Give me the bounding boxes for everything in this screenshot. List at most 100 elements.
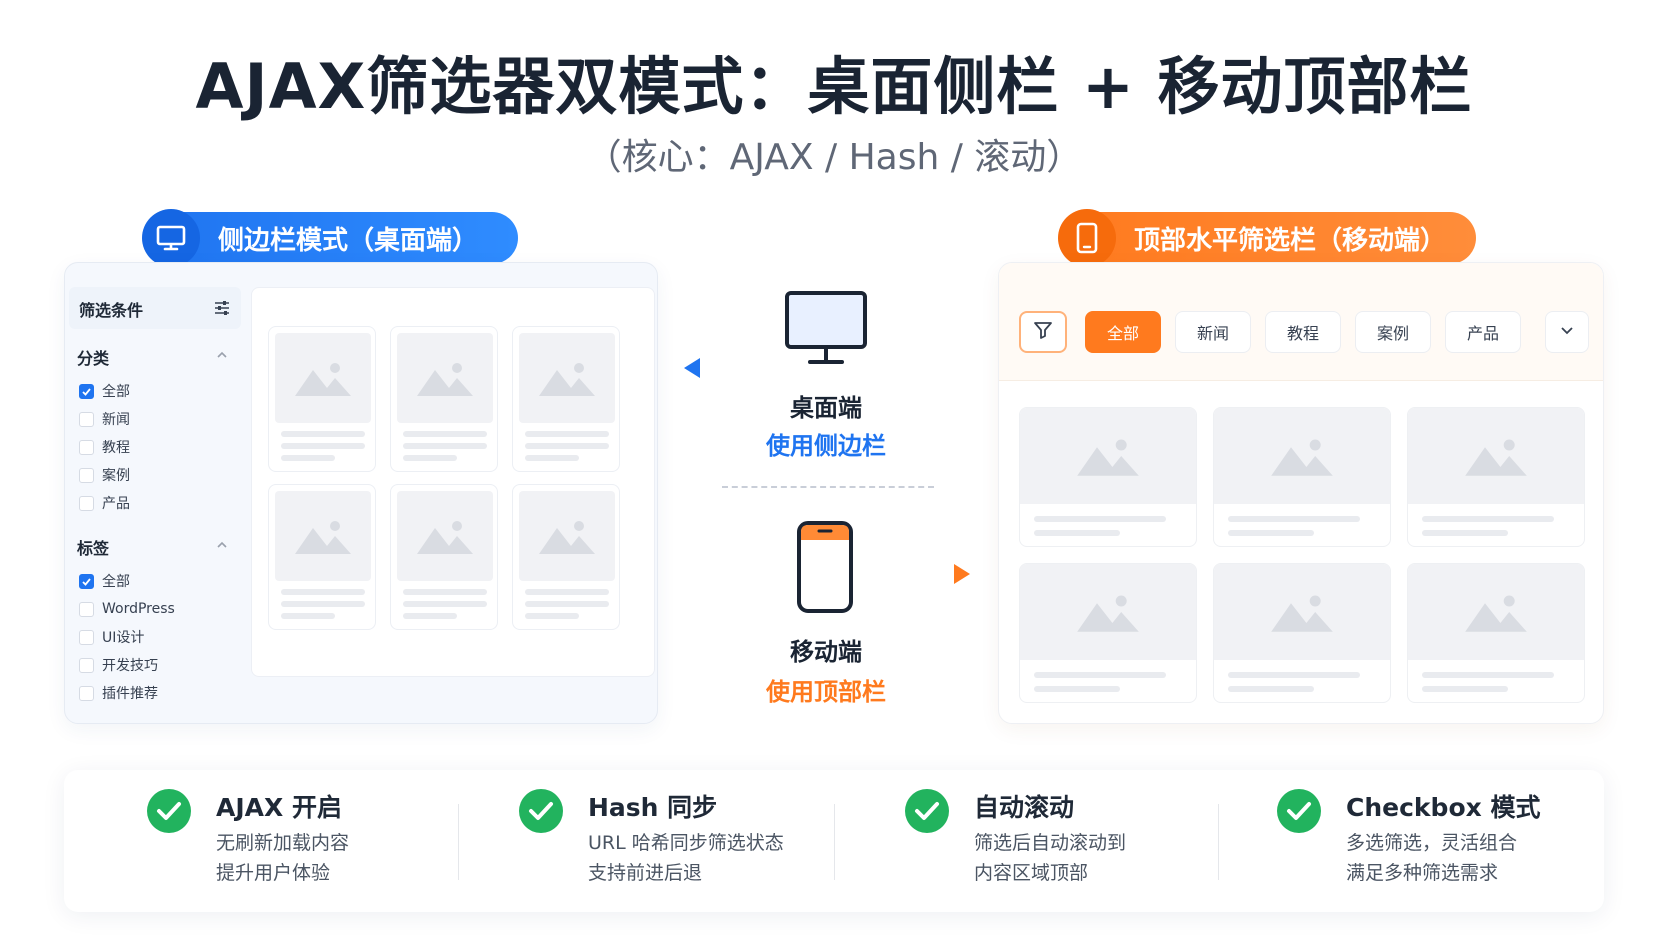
image-placeholder-icon xyxy=(295,363,351,396)
arrow-right-icon xyxy=(910,564,970,584)
sidebar-item-label: WordPress xyxy=(102,601,175,617)
checkbox-icon[interactable] xyxy=(79,495,94,511)
mobile-caption: 使用顶部栏 xyxy=(766,678,886,706)
chevron-up-icon[interactable] xyxy=(215,537,229,556)
image-placeholder-icon xyxy=(1465,439,1527,476)
desktop-content-grid xyxy=(251,287,655,677)
smartphone-icon xyxy=(797,521,853,613)
feature-desc-line: 多选筛选，灵活组合 xyxy=(1346,832,1518,854)
feature-desc-line: 无刷新加载内容 xyxy=(216,832,350,854)
check-circle-icon xyxy=(904,788,950,838)
placeholder-card xyxy=(390,326,498,472)
sidebar-item-label: UI设计 xyxy=(102,630,145,646)
placeholder-card xyxy=(1213,407,1391,547)
smartphone-icon xyxy=(1058,209,1116,267)
sidebar-item-label: 教程 xyxy=(102,440,130,456)
sliders-icon[interactable] xyxy=(213,299,231,321)
mobile-filter-bar: 全部 新闻 教程 案例 产品 xyxy=(999,263,1603,381)
sidebar-item-category-news[interactable]: 新闻 xyxy=(79,409,130,429)
sidebar-item-label: 案例 xyxy=(102,468,130,484)
sidebar-item-label: 产品 xyxy=(102,496,130,512)
placeholder-card xyxy=(512,326,620,472)
funnel-icon xyxy=(1033,320,1053,344)
feature-title: AJAX 开启 xyxy=(216,793,342,822)
sidebar-item-label: 开发技巧 xyxy=(102,658,158,674)
checkbox-icon[interactable] xyxy=(79,685,94,701)
chip-product[interactable]: 产品 xyxy=(1445,311,1521,353)
image-placeholder-icon xyxy=(1271,595,1333,632)
checkbox-icon[interactable] xyxy=(79,467,94,483)
placeholder-card xyxy=(390,484,498,630)
placeholder-card xyxy=(1407,563,1585,703)
sidebar-item-category-all[interactable]: 全部 xyxy=(79,381,130,401)
check-circle-icon xyxy=(1276,788,1322,838)
page-title: AJAX筛选器双模式：桌面侧栏 + 移动顶部栏 xyxy=(195,50,1473,123)
feature-title: 自动滚动 xyxy=(974,793,1075,822)
checkbox-checked-icon[interactable] xyxy=(79,383,94,399)
chevron-up-icon[interactable] xyxy=(215,347,229,366)
sidebar-item-category-case[interactable]: 案例 xyxy=(79,465,130,485)
more-button[interactable] xyxy=(1545,311,1589,353)
desktop-sidebar-mockup: 筛选条件 分类 全部 新闻 教程 案例 产品 标签 全部 WordPress U… xyxy=(64,262,658,724)
dashed-divider xyxy=(722,486,934,488)
chip-all[interactable]: 全部 xyxy=(1085,311,1161,353)
checkbox-icon[interactable] xyxy=(79,657,94,673)
check-circle-icon xyxy=(518,788,564,838)
sidebar-item-label: 全部 xyxy=(102,574,130,590)
placeholder-card xyxy=(1407,407,1585,547)
sidebar-item-tag-plugins[interactable]: 插件推荐 xyxy=(79,683,158,703)
feature-hash: Hash 同步 URL 哈希同步筛选状态 支持前进后退 xyxy=(518,770,838,912)
filter-button[interactable] xyxy=(1019,311,1067,353)
feature-desc-line: 满足多种筛选需求 xyxy=(1346,862,1499,884)
checkbox-icon[interactable] xyxy=(79,601,94,617)
placeholder-card xyxy=(512,484,620,630)
feature-desc-line: URL 哈希同步筛选状态 xyxy=(588,832,784,854)
feature-ajax: AJAX 开启 无刷新加载内容 提升用户体验 xyxy=(146,770,466,912)
placeholder-card xyxy=(268,484,376,630)
chip-tutorial[interactable]: 教程 xyxy=(1265,311,1341,353)
image-placeholder-icon xyxy=(1077,595,1139,632)
monitor-icon xyxy=(142,209,200,267)
monitor-icon xyxy=(785,291,867,364)
check-circle-icon xyxy=(146,788,192,838)
sidebar-item-tag-all[interactable]: 全部 xyxy=(79,571,130,591)
chip-news[interactable]: 新闻 xyxy=(1175,311,1251,353)
image-placeholder-icon xyxy=(295,521,351,554)
sidebar-item-category-product[interactable]: 产品 xyxy=(79,493,130,513)
sidebar-header-label: 筛选条件 xyxy=(79,301,144,320)
chip-case[interactable]: 案例 xyxy=(1355,311,1431,353)
feature-strip: AJAX 开启 无刷新加载内容 提升用户体验 Hash 同步 URL 哈希同步筛… xyxy=(64,770,1604,912)
sidebar-item-tag-dev-tips[interactable]: 开发技巧 xyxy=(79,655,158,675)
feature-desc-line: 支持前进后退 xyxy=(588,862,703,884)
feature-checkbox: Checkbox 模式 多选筛选，灵活组合 满足多种筛选需求 xyxy=(1276,770,1596,912)
checkbox-icon[interactable] xyxy=(79,629,94,645)
feature-separator xyxy=(458,804,459,880)
mobile-topbar-mockup: 全部 新闻 教程 案例 产品 xyxy=(998,262,1604,724)
mobile-mode-pill-label: 顶部水平筛选栏（移动端） xyxy=(1134,225,1447,256)
filter-sidebar: 筛选条件 分类 全部 新闻 教程 案例 产品 标签 全部 WordPress U… xyxy=(65,263,245,723)
feature-title: Checkbox 模式 xyxy=(1346,793,1541,822)
sidebar-header: 筛选条件 xyxy=(69,287,241,329)
image-placeholder-icon xyxy=(539,363,595,396)
sidebar-item-label: 新闻 xyxy=(102,412,130,428)
sidebar-item-category-tutorial[interactable]: 教程 xyxy=(79,437,130,457)
sidebar-item-label: 全部 xyxy=(102,384,130,400)
feature-auto-scroll: 自动滚动 筛选后自动滚动到 内容区域顶部 xyxy=(904,770,1224,912)
feature-desc-line: 筛选后自动滚动到 xyxy=(974,832,1127,854)
placeholder-card xyxy=(1019,407,1197,547)
checkbox-checked-icon[interactable] xyxy=(79,573,94,589)
sidebar-item-tag-wordpress[interactable]: WordPress xyxy=(79,599,175,619)
placeholder-card xyxy=(1213,563,1391,703)
sidebar-section-tag-title: 标签 xyxy=(77,539,110,558)
sidebar-item-label: 插件推荐 xyxy=(102,686,158,702)
desktop-label: 桌面端 xyxy=(790,394,862,422)
sidebar-item-tag-ui-design[interactable]: UI设计 xyxy=(79,627,144,647)
mobile-mode-pill: 顶部水平筛选栏（移动端） xyxy=(1058,209,1476,267)
feature-desc-line: 提升用户体验 xyxy=(216,862,331,884)
checkbox-icon[interactable] xyxy=(79,411,94,427)
checkbox-icon[interactable] xyxy=(79,439,94,455)
mobile-label: 移动端 xyxy=(790,638,862,666)
image-placeholder-icon xyxy=(1077,439,1139,476)
page-subtitle: （核心：AJAX / Hash / 滚动） xyxy=(585,137,1083,178)
chevron-down-icon xyxy=(1559,322,1575,342)
